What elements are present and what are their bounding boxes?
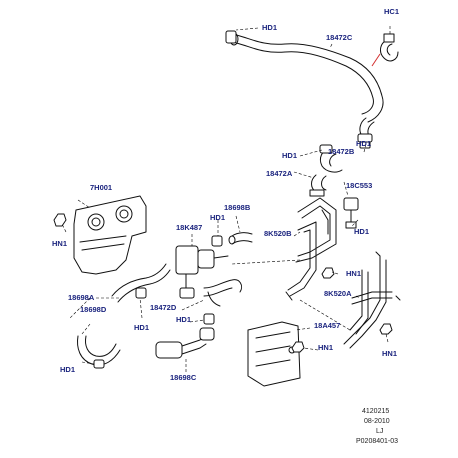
callout-hd1-right-a: HD1 (356, 139, 372, 148)
callout-7h001: 7H001 (90, 183, 113, 192)
callout-hd1-right-b: HD1 (354, 227, 370, 236)
callout-18a457: 18A457 (314, 321, 341, 330)
callout-hd1-center: HD1 (210, 213, 226, 222)
valve-18k487 (175, 245, 229, 299)
leader-lines (61, 26, 391, 372)
hose-18472a (309, 174, 327, 197)
callout-hd1-bottom: HD1 (60, 365, 76, 374)
pipe-8k520b (285, 197, 337, 301)
callout-18698b: 18698B (224, 203, 251, 212)
hose-18698a (111, 263, 171, 303)
callout-hd1-lower: HD1 (176, 315, 192, 324)
callout-18472c: 18472C (326, 33, 353, 42)
callout-8k520b: 8K520B (264, 229, 292, 238)
callout-18698a: 18698A (68, 293, 95, 302)
callout-18k487: 18K487 (176, 223, 203, 232)
hose-18698d (77, 335, 121, 369)
footer-initials: LJ (376, 428, 384, 435)
hose-18472b (319, 144, 343, 173)
nut-hn1-lower (291, 341, 305, 353)
leader-highlight (371, 53, 381, 67)
clip-hd1-center (211, 235, 223, 247)
callout-hn1-right: HN1 (382, 349, 398, 358)
clip-hc1 (380, 33, 399, 62)
callout-hd1-left-mid: HD1 (134, 323, 150, 332)
sensor-18c553 (343, 197, 359, 229)
callout-18472d: 18472D (150, 303, 177, 312)
nut-hn1-right (379, 323, 393, 335)
callout-18698c: 18698C (170, 373, 197, 382)
hose-18472c (225, 30, 384, 123)
footer-date: 08-2010 (364, 418, 390, 425)
callout-18c553: 18C553 (346, 181, 373, 190)
nut-hn1-center (321, 267, 335, 279)
cover-7h001 (73, 195, 147, 275)
pipe-8k520a (343, 251, 401, 349)
footer-drawing-code: P0208401-03 (356, 438, 399, 445)
callout-hc1: HC1 (384, 7, 400, 16)
pump-18698c (155, 327, 215, 359)
hose-18698b (228, 232, 253, 245)
callout-hn1-left: HN1 (52, 239, 68, 248)
hose-18472d (203, 279, 243, 307)
footer-ref-number: 4120215 (362, 408, 390, 415)
callout-hn1-lower: HN1 (318, 343, 334, 352)
callout-18698d: 18698D (80, 305, 107, 314)
callout-8k520a: 8K520A (324, 289, 352, 298)
callout-hn1-center: HN1 (346, 269, 362, 278)
callout-hd1-top: HD1 (262, 23, 278, 32)
clip-hd1-lower (203, 313, 215, 325)
nut-hn1-left (53, 213, 67, 227)
callout-18472b: 18472B (328, 147, 355, 156)
callout-hd1-mid: HD1 (282, 151, 298, 160)
hose-elbow-right (357, 117, 375, 149)
bracket-18a457 (247, 321, 301, 387)
callout-18472a: 18472A (266, 169, 293, 178)
